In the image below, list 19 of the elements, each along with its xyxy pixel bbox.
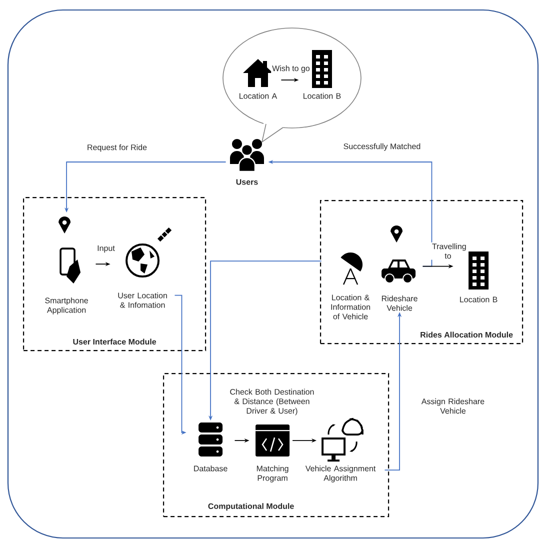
- edge-label: Request for Ride: [86, 143, 148, 153]
- node-label: Location B: [304, 92, 341, 99]
- node-label: Vehicle Assignment Algorithm: [305, 465, 376, 482]
- node-label: Rideshare Vehicle: [382, 295, 418, 311]
- node-label: Database: [194, 465, 228, 472]
- edge-label: Assign Rideshare Vehicle: [417, 397, 489, 415]
- note-text: Check Both Destination & Distance (Between Driver & User): [230, 388, 314, 416]
- node-label: Matching Program: [256, 465, 288, 482]
- edge-label: Successfully Matched: [342, 142, 422, 152]
- edge-label: Wish to go: [271, 64, 311, 74]
- node-label: Location A: [240, 92, 278, 99]
- edge-label: Input: [96, 244, 116, 254]
- node-label: Smartphone Application: [45, 297, 88, 314]
- node-label: Location & Information of Vehicle: [331, 294, 370, 320]
- node-label: Users: [236, 179, 258, 185]
- edge-label: Travelling to: [431, 242, 466, 260]
- node-label: User Location & Infomation: [118, 292, 167, 308]
- node-label: Location B: [460, 296, 498, 302]
- speech-bubble: [222, 28, 362, 143]
